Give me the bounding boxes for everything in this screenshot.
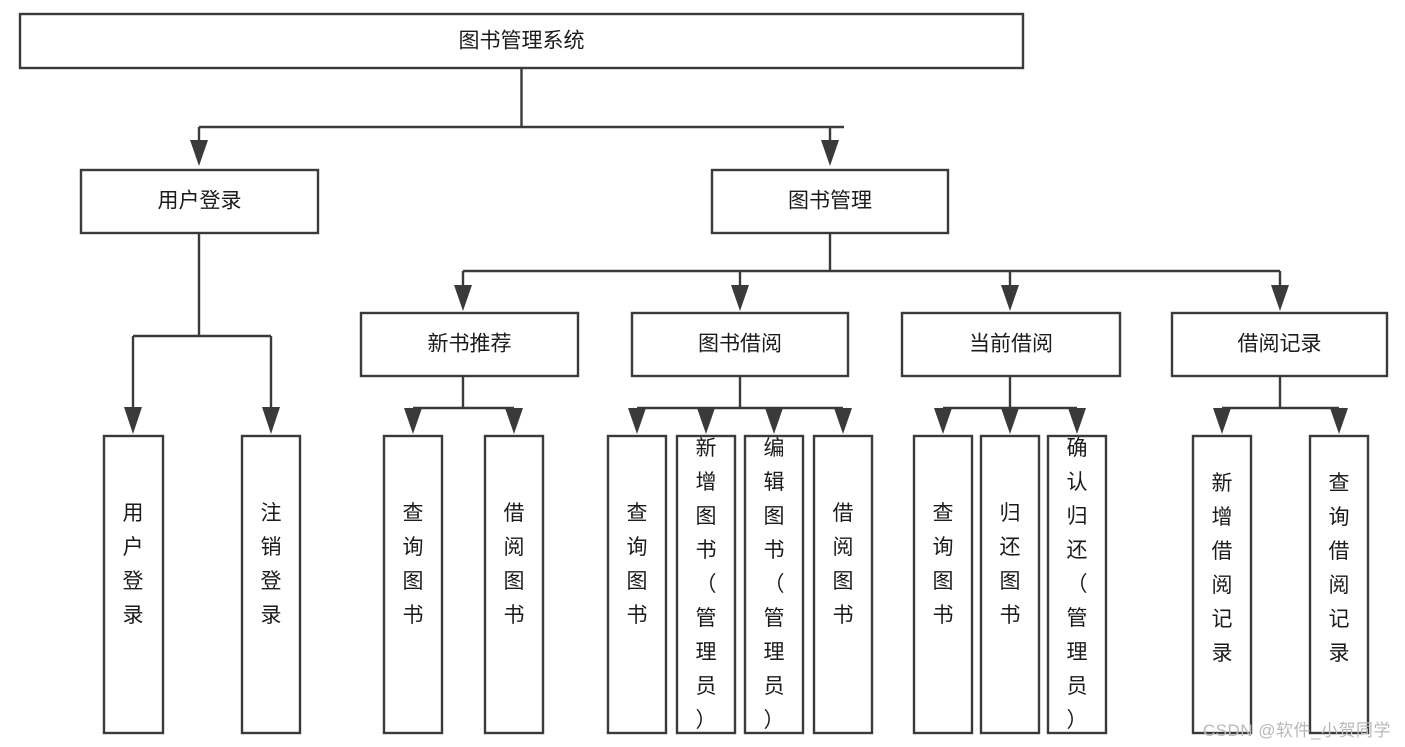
connector-group-book-borrow bbox=[628, 376, 852, 434]
node-new-book-recommend-label: 新书推荐 bbox=[428, 333, 512, 356]
arrow-head-new-book-recommend bbox=[454, 285, 472, 311]
arrow-head-leaf-add-book bbox=[697, 408, 715, 434]
node-leaf-confirm-return-box[interactable] bbox=[1046, 434, 1108, 735]
node-leaf-query-record-box[interactable] bbox=[1308, 434, 1370, 735]
connector-group-root bbox=[190, 68, 844, 166]
node-leaf-borrow-book-1[interactable]: 借阅图书 bbox=[483, 434, 545, 735]
node-book-borrow-label: 图书借阅 bbox=[698, 333, 782, 356]
node-leaf-user-logout-box[interactable] bbox=[240, 434, 302, 735]
node-leaf-confirm-return-label: 确认归还（管理员） bbox=[1067, 437, 1088, 732]
node-leaf-query-book-2[interactable]: 查询图书 bbox=[606, 434, 668, 735]
arrow-head-leaf-query-book-1 bbox=[404, 408, 422, 434]
node-book-management[interactable]: 图书管理 bbox=[710, 168, 950, 235]
node-new-book-recommend[interactable]: 新书推荐 bbox=[359, 311, 580, 378]
node-leaf-query-book-2-label: 查询图书 bbox=[627, 502, 648, 627]
node-leaf-borrow-book-2[interactable]: 借阅图书 bbox=[812, 434, 874, 735]
node-root[interactable]: 图书管理系统 bbox=[18, 12, 1025, 70]
connector-group-book-management bbox=[454, 233, 1289, 311]
node-borrow-record-label: 借阅记录 bbox=[1238, 333, 1322, 356]
node-leaf-user-login-label: 用户登录 bbox=[123, 502, 144, 627]
node-leaf-query-book-1[interactable]: 查询图书 bbox=[382, 434, 444, 735]
node-leaf-add-book-box[interactable] bbox=[675, 434, 737, 735]
arrow-head-leaf-user-login bbox=[124, 407, 142, 434]
node-current-borrow[interactable]: 当前借阅 bbox=[900, 311, 1122, 378]
arrow-head-leaf-query-record bbox=[1330, 408, 1348, 434]
node-leaf-query-book-1-label: 查询图书 bbox=[403, 502, 424, 627]
node-leaf-add-record-box[interactable] bbox=[1191, 434, 1253, 735]
node-leaf-borrow-book-2-box[interactable] bbox=[812, 434, 874, 735]
arrow-head-leaf-borrow-book-1 bbox=[505, 408, 523, 434]
node-leaf-edit-book-label: 编辑图书（管理员） bbox=[764, 437, 785, 732]
connector-group-user-login bbox=[124, 233, 280, 434]
connector-group-borrow-record bbox=[1213, 376, 1348, 434]
node-leaf-query-book-3[interactable]: 查询图书 bbox=[912, 434, 974, 735]
node-leaf-add-book[interactable]: 新增图书（管理员） bbox=[675, 434, 737, 735]
node-leaf-return-book[interactable]: 归还图书 bbox=[979, 434, 1041, 735]
node-leaf-user-logout-label: 注销登录 bbox=[261, 502, 282, 627]
node-leaf-query-book-3-label: 查询图书 bbox=[933, 502, 954, 627]
node-current-borrow-box[interactable] bbox=[900, 311, 1122, 378]
node-root-box[interactable] bbox=[18, 12, 1025, 70]
arrow-head-leaf-user-logout bbox=[262, 407, 280, 434]
node-leaf-confirm-return[interactable]: 确认归还（管理员） bbox=[1046, 434, 1108, 735]
node-leaf-borrow-book-2-label: 借阅图书 bbox=[833, 502, 854, 627]
arrow-head-borrow-record bbox=[1271, 285, 1289, 311]
connector-group-new-book-recommend bbox=[404, 376, 523, 434]
node-leaf-query-book-3-box[interactable] bbox=[912, 434, 974, 735]
node-leaf-query-book-2-box[interactable] bbox=[606, 434, 668, 735]
node-leaf-borrow-book-1-label: 借阅图书 bbox=[504, 502, 525, 627]
node-current-borrow-label: 当前借阅 bbox=[969, 333, 1053, 356]
node-leaf-return-book-box[interactable] bbox=[979, 434, 1041, 735]
node-book-management-box[interactable] bbox=[710, 168, 950, 235]
node-leaf-user-logout[interactable]: 注销登录 bbox=[240, 434, 302, 735]
node-book-borrow[interactable]: 图书借阅 bbox=[630, 311, 850, 378]
connector-group-current-borrow bbox=[934, 376, 1086, 434]
node-borrow-record[interactable]: 借阅记录 bbox=[1170, 311, 1389, 378]
node-leaf-return-book-label: 归还图书 bbox=[1000, 502, 1021, 627]
node-leaf-user-login[interactable]: 用户登录 bbox=[102, 434, 165, 735]
node-leaf-user-login-box[interactable] bbox=[102, 434, 165, 735]
node-leaf-borrow-book-1-box[interactable] bbox=[483, 434, 545, 735]
node-leaf-query-record-label: 查询借阅记录 bbox=[1329, 472, 1350, 665]
node-borrow-record-box[interactable] bbox=[1170, 311, 1389, 378]
arrow-head-book-borrow bbox=[731, 285, 749, 311]
node-root-label: 图书管理系统 bbox=[459, 30, 585, 53]
node-leaf-edit-book-box[interactable] bbox=[743, 434, 805, 735]
node-leaf-edit-book[interactable]: 编辑图书（管理员） bbox=[743, 434, 805, 735]
node-user-login-box[interactable] bbox=[79, 168, 320, 235]
arrow-head-leaf-edit-book bbox=[765, 408, 783, 434]
arrow-head-leaf-borrow-book-2 bbox=[834, 408, 852, 434]
node-user-login[interactable]: 用户登录 bbox=[79, 168, 320, 235]
arrow-head-leaf-return-book bbox=[1001, 408, 1019, 434]
node-leaf-add-record[interactable]: 新增借阅记录 bbox=[1191, 434, 1253, 735]
arrow-head-leaf-confirm-return bbox=[1068, 408, 1086, 434]
arrow-head-user-login bbox=[190, 140, 208, 166]
arrow-head-leaf-add-record bbox=[1213, 408, 1231, 434]
node-book-borrow-box[interactable] bbox=[630, 311, 850, 378]
arrow-head-leaf-query-book-3 bbox=[934, 408, 952, 434]
node-book-management-label: 图书管理 bbox=[788, 190, 872, 213]
node-leaf-add-record-label: 新增借阅记录 bbox=[1212, 472, 1233, 665]
node-leaf-query-record[interactable]: 查询借阅记录 bbox=[1308, 434, 1370, 735]
arrow-head-book-management bbox=[821, 140, 839, 166]
node-new-book-recommend-box[interactable] bbox=[359, 311, 580, 378]
node-leaf-add-book-label: 新增图书（管理员） bbox=[696, 437, 717, 732]
node-user-login-label: 用户登录 bbox=[158, 190, 242, 213]
arrow-head-leaf-query-book-2 bbox=[628, 408, 646, 434]
node-leaf-query-book-1-box[interactable] bbox=[382, 434, 444, 735]
arrow-head-current-borrow bbox=[1001, 285, 1019, 311]
